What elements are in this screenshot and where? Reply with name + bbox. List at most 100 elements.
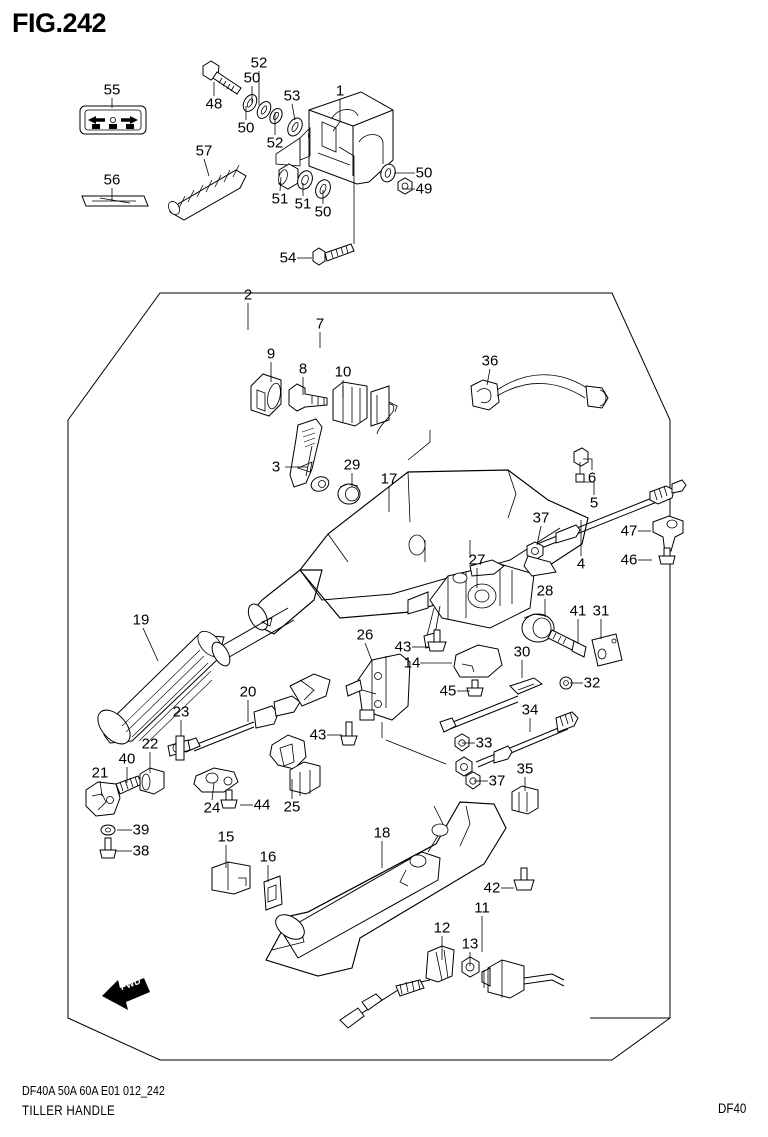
callout-13: 13 xyxy=(461,935,479,953)
callout-57: 57 xyxy=(195,142,213,160)
part-57-grip-boot xyxy=(166,165,246,220)
part-12-lanyard-clip xyxy=(340,946,454,1028)
diagram-border xyxy=(68,293,670,1060)
callout-11: 11 xyxy=(474,899,490,917)
callout-46: 46 xyxy=(620,551,638,569)
part-31-plate xyxy=(592,634,622,666)
callout-41: 41 xyxy=(569,602,587,620)
callout-54: 54 xyxy=(279,249,297,267)
part-8-key xyxy=(289,384,327,411)
footer-assembly-name: TILLER HANDLE xyxy=(22,1103,116,1118)
callout-5: 5 xyxy=(589,494,599,512)
callout-17: 17 xyxy=(380,470,398,488)
part-36-grommet xyxy=(471,380,499,410)
part-48-bolt xyxy=(203,61,241,94)
callout-38: 38 xyxy=(132,842,150,860)
part-30-link-rod xyxy=(440,678,542,732)
part-17-handle-housing xyxy=(244,375,608,634)
leader-line-19 xyxy=(143,628,158,661)
page-title: FIG.242 xyxy=(12,8,107,38)
callout-52: 52 xyxy=(250,54,268,72)
callout-48: 48 xyxy=(205,95,223,113)
part-56-emblem xyxy=(82,196,148,206)
callout-55: 55 xyxy=(103,81,121,99)
callout-6: 6 xyxy=(587,469,597,487)
footer-model-info: DF40A 50A 60A E01 012_242 TILLER HANDLE xyxy=(22,1083,165,1119)
callout-26: 26 xyxy=(356,626,374,644)
leader-line-36 xyxy=(487,369,490,385)
callout-34: 34 xyxy=(521,701,539,719)
callout-49: 49 xyxy=(415,180,433,198)
part-49-nut xyxy=(398,178,412,194)
callout-29: 29 xyxy=(343,456,361,474)
part-29-bushing xyxy=(338,484,360,504)
part-45-screw xyxy=(467,680,483,696)
callout-40: 40 xyxy=(118,750,136,768)
callout-25: 25 xyxy=(283,798,301,816)
part-39-washer xyxy=(101,825,115,835)
callout-44: 44 xyxy=(253,796,271,814)
leader-line-26 xyxy=(365,643,372,661)
callout-51: 51 xyxy=(271,190,289,208)
leader-line-51 xyxy=(280,177,281,191)
part-18-bracket-bar xyxy=(266,802,506,976)
part-42-bolt xyxy=(514,868,534,890)
callout-51b: 51 xyxy=(294,195,312,213)
part-34-cable xyxy=(476,712,578,767)
part-13-nut xyxy=(462,957,479,977)
callout-50: 50 xyxy=(415,164,433,182)
part-54-bolt xyxy=(313,147,354,265)
callout-18: 18 xyxy=(373,824,391,842)
footer-model-code: DF40 xyxy=(718,1101,747,1116)
part-6-connector xyxy=(574,448,588,482)
callout-7: 7 xyxy=(315,315,325,333)
part-25-clip-switch xyxy=(270,735,320,796)
callout-32: 32 xyxy=(583,674,601,692)
part-22-bushing xyxy=(140,768,164,794)
part-46-screw xyxy=(659,548,675,564)
leader-line-1 xyxy=(333,99,340,131)
leader-line-37 xyxy=(537,526,541,545)
callout-43: 43 xyxy=(394,638,412,656)
callout-19: 19 xyxy=(132,611,150,629)
part-19-hand-grip xyxy=(92,608,294,750)
callout-50b: 50 xyxy=(243,69,261,87)
part-21-lever xyxy=(86,782,120,816)
part-37-nut-mid xyxy=(456,757,472,776)
callout-1: 1 xyxy=(335,82,345,100)
part-11-stop-switch xyxy=(482,960,564,998)
leader-line-24 xyxy=(212,783,214,800)
callout-30: 30 xyxy=(513,643,531,661)
callout-12: 12 xyxy=(433,919,451,937)
callout-36: 36 xyxy=(481,352,499,370)
part-43-screw-b xyxy=(341,722,357,745)
callout-leaders xyxy=(100,71,652,966)
part-14-cover xyxy=(454,645,502,677)
part-24-bracket xyxy=(194,768,238,792)
callout-16: 16 xyxy=(259,848,277,866)
part-47-clamp xyxy=(653,516,683,553)
callout-45: 45 xyxy=(439,682,457,700)
footer-model-line: DF40A 50A 60A E01 012_242 xyxy=(22,1084,165,1098)
part-20-rod xyxy=(168,674,330,756)
callout-3: 3 xyxy=(271,458,281,476)
leader-line-6 xyxy=(583,459,592,470)
part-40-spring xyxy=(116,776,142,794)
part-1-handle-bracket xyxy=(276,92,393,184)
leader-line-53 xyxy=(292,104,295,120)
fwd-arrow-marker xyxy=(102,978,150,1010)
callout-20: 20 xyxy=(239,683,257,701)
callout-37: 37 xyxy=(532,509,550,527)
part-28-bushing xyxy=(522,614,554,642)
part-37-nut-upper xyxy=(527,542,543,560)
callout-37b: 37 xyxy=(488,772,506,790)
callout-31: 31 xyxy=(592,602,610,620)
part-16-plate xyxy=(264,876,282,910)
callout-23: 23 xyxy=(172,703,190,721)
part-10-ignition-switch xyxy=(333,382,397,434)
part-55-shift-plate xyxy=(80,106,146,134)
callout-53: 53 xyxy=(283,87,301,105)
part-52-washer-a xyxy=(254,99,273,121)
